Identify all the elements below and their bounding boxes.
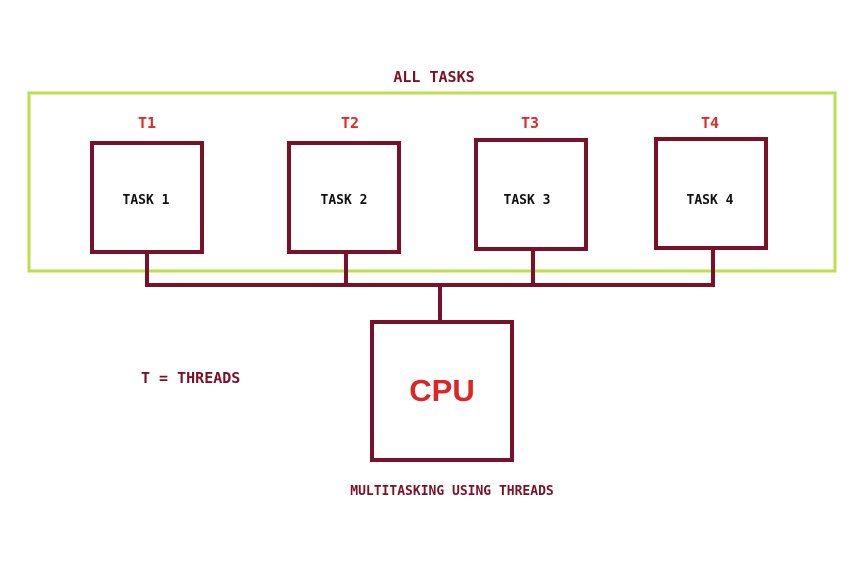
group-title: ALL TASKS bbox=[393, 68, 475, 86]
all-tasks-group bbox=[27, 91, 837, 273]
cpu-box bbox=[370, 320, 514, 462]
connector-lines bbox=[145, 246, 715, 324]
thread-label-3: T3 bbox=[520, 114, 540, 132]
task-label-1: TASK 1 bbox=[122, 193, 170, 208]
thread-legend: T = THREADS bbox=[141, 369, 241, 387]
thread-label-4: T4 bbox=[700, 114, 720, 132]
thread-label-1: T1 bbox=[137, 114, 157, 132]
task-label-4: TASK 4 bbox=[686, 193, 734, 208]
thread-label-2: T2 bbox=[340, 114, 360, 132]
task-label-3: TASK 3 bbox=[503, 193, 551, 208]
diagram-caption: MULTITASKING USING THREADS bbox=[350, 484, 554, 499]
task-label-2: TASK 2 bbox=[320, 193, 368, 208]
cpu-label: CPU bbox=[409, 373, 475, 408]
